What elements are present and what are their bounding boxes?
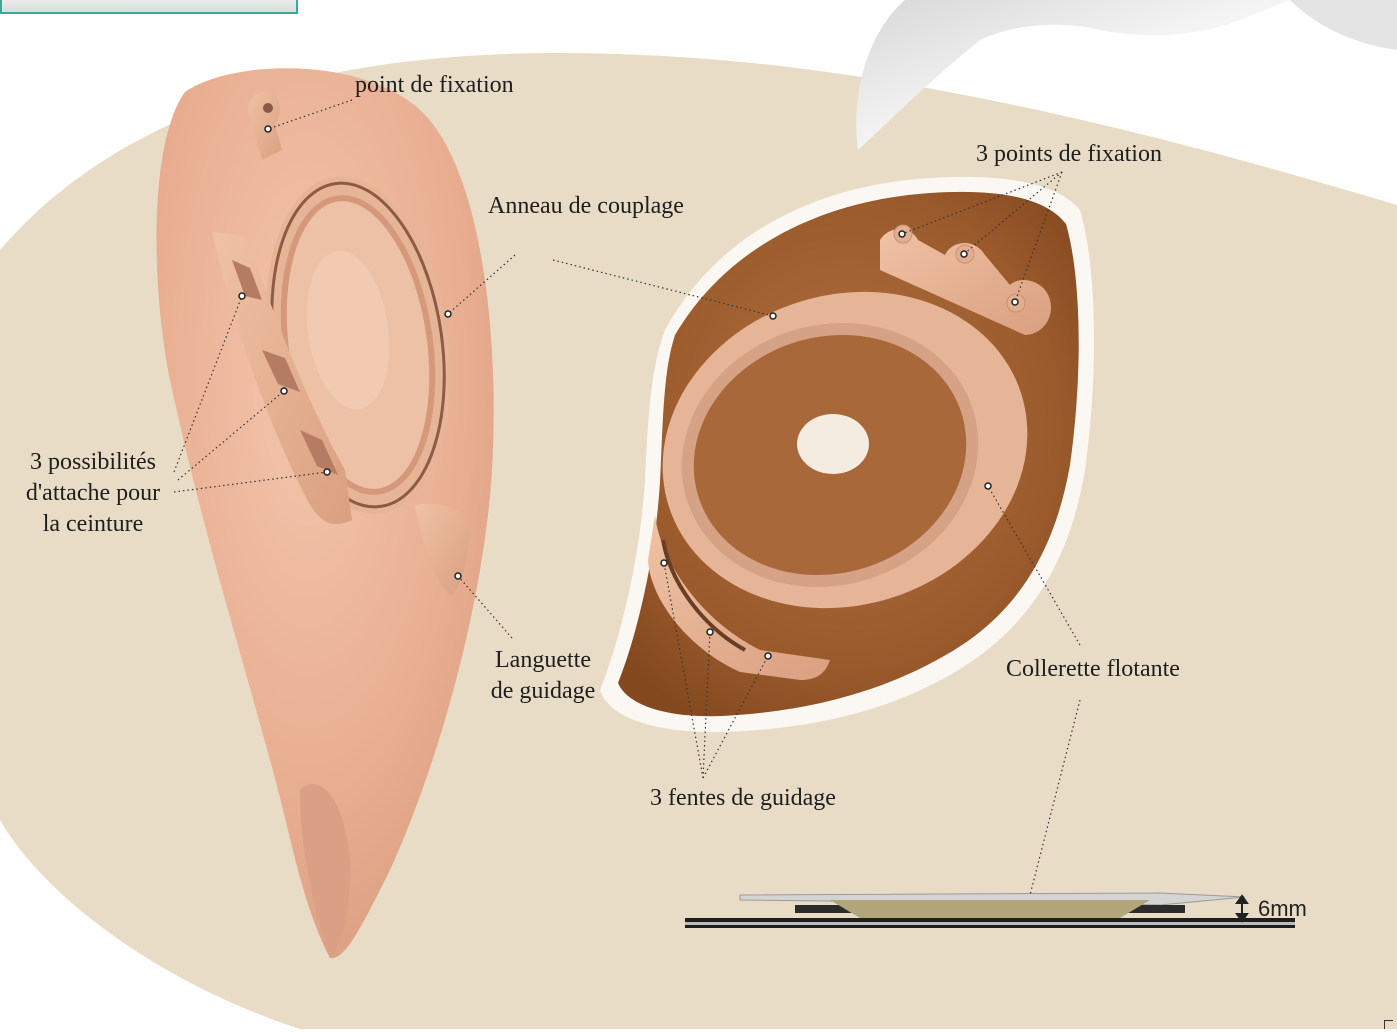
label-guide-tab: Languette de guidage: [475, 645, 611, 707]
label-three-guide-slots: 3 fentes de guidage: [650, 783, 836, 814]
label-coupling-ring: Anneau de couplage: [488, 191, 684, 222]
label-height-dimension: 6mm: [1258, 896, 1307, 922]
label-belt-attach-line1: 3 possibilités: [8, 447, 178, 478]
thumbnail-frame: [0, 0, 298, 14]
label-belt-attach-line3: la ceinture: [8, 509, 178, 540]
label-three-fixation-points: 3 points de fixation: [976, 139, 1162, 170]
label-belt-attach-line2: d'attache pour: [8, 478, 178, 509]
label-guide-tab-line2: de guidage: [475, 676, 611, 707]
corner-mark: [1384, 1020, 1393, 1029]
label-floating-collar: Collerette flotante: [1006, 654, 1180, 685]
label-belt-attach: 3 possibilités d'attache pour la ceintur…: [8, 447, 178, 540]
label-guide-tab-line1: Languette: [475, 645, 611, 676]
label-fixation-point: point de fixation: [355, 70, 514, 101]
